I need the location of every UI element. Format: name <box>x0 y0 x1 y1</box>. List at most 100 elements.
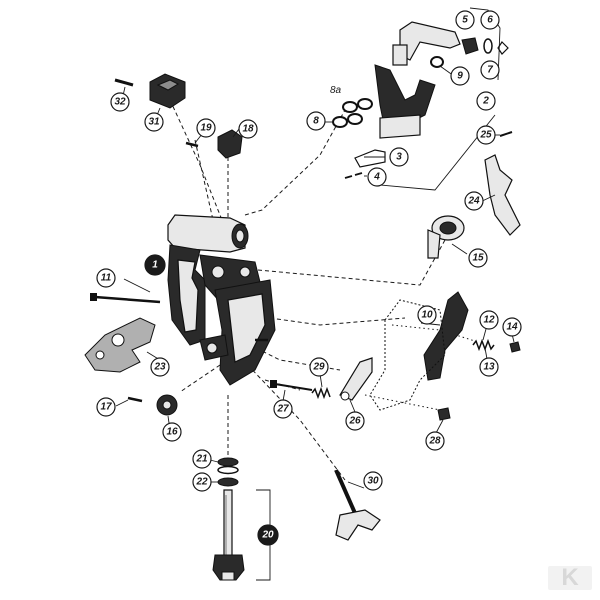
svg-text:10: 10 <box>421 310 433 321</box>
callout-6: 6 <box>480 10 500 30</box>
ring-8a-1 <box>342 101 358 113</box>
svg-text:7: 7 <box>487 65 493 76</box>
callout-23: 23 <box>150 357 170 377</box>
callout-26: 26 <box>345 411 365 431</box>
bolt-27 <box>270 380 313 391</box>
callout-7: 7 <box>480 60 500 80</box>
svg-text:31: 31 <box>148 117 160 128</box>
callout-9: 9 <box>450 66 470 86</box>
svg-text:15: 15 <box>472 253 484 264</box>
screw-25 <box>499 131 513 137</box>
svg-text:28: 28 <box>428 436 441 447</box>
callout-8: 8 <box>306 111 326 131</box>
part-18 <box>217 129 243 159</box>
callout-20: 20 <box>257 524 279 546</box>
svg-text:21: 21 <box>195 454 208 465</box>
callout-8a-label: 8a <box>330 85 342 96</box>
svg-text:26: 26 <box>348 416 361 427</box>
svg-text:5: 5 <box>462 15 468 26</box>
svg-text:30: 30 <box>367 476 379 487</box>
callout-3: 3 <box>389 147 409 167</box>
pin-17 <box>127 396 143 403</box>
svg-text:3: 3 <box>396 152 402 163</box>
callout-17: 17 <box>96 397 116 417</box>
washer-6 <box>483 38 493 54</box>
washer-21 <box>217 457 239 467</box>
spring-12 <box>472 338 495 352</box>
callout-25: 25 <box>476 125 496 145</box>
part-31-block <box>149 73 186 109</box>
shaft-20 <box>212 489 245 581</box>
callout-29: 29 <box>309 357 329 377</box>
svg-text:17: 17 <box>100 402 112 413</box>
svg-text:2: 2 <box>482 96 489 107</box>
svg-text:27: 27 <box>276 404 289 415</box>
svg-text:32: 32 <box>114 97 126 108</box>
pin-19 <box>185 141 199 148</box>
part-7 <box>497 41 509 55</box>
svg-text:11: 11 <box>101 273 112 284</box>
parts <box>84 21 521 581</box>
ring-8a-2 <box>357 98 373 110</box>
svg-text:6: 6 <box>487 15 493 26</box>
svg-text:29: 29 <box>312 362 325 373</box>
link-26 <box>339 357 373 401</box>
callout-5: 5 <box>455 10 475 30</box>
pin-32 <box>114 78 134 87</box>
callout-12: 12 <box>479 310 499 330</box>
callout-32: 32 <box>110 92 130 112</box>
svg-text:8: 8 <box>313 116 319 127</box>
bolt-11 <box>90 293 161 304</box>
callout-21: 21 <box>192 449 212 469</box>
svg-text:24: 24 <box>467 196 480 207</box>
callout-13: 13 <box>479 357 499 377</box>
callout-24: 24 <box>464 191 484 211</box>
washer-9 <box>430 56 444 68</box>
callout-10: 10 <box>417 305 437 325</box>
callout-19: 19 <box>196 118 216 138</box>
svg-text:16: 16 <box>166 427 178 438</box>
svg-text:1: 1 <box>152 260 158 271</box>
callout-15: 15 <box>468 248 488 268</box>
washer-22 <box>217 477 239 487</box>
svg-text:14: 14 <box>506 322 518 333</box>
svg-text:13: 13 <box>483 362 495 373</box>
callout-30: 30 <box>363 471 383 491</box>
callout-18: 18 <box>238 119 258 139</box>
callout-1: 1 <box>144 254 166 276</box>
callout-11: 11 <box>96 268 116 288</box>
callout-4: 4 <box>367 167 387 187</box>
callout-28: 28 <box>425 431 445 451</box>
lever-10 <box>423 291 469 381</box>
svg-text:22: 22 <box>195 477 208 488</box>
svg-text:19: 19 <box>200 123 212 134</box>
callout-27: 27 <box>273 399 293 419</box>
plate-3 <box>354 149 386 168</box>
brand-logo-watermark: K <box>548 564 592 591</box>
nut-14 <box>509 341 521 353</box>
callout-16: 16 <box>162 422 182 442</box>
svg-text:20: 20 <box>261 530 274 541</box>
watermark-letter: K <box>561 564 579 591</box>
shaft-15 <box>427 215 465 259</box>
lever-2 <box>374 21 461 139</box>
svg-text:12: 12 <box>483 315 495 326</box>
callout-14: 14 <box>502 317 522 337</box>
ring-8-2 <box>347 113 363 125</box>
fork-30 <box>334 469 381 541</box>
svg-text:23: 23 <box>153 362 166 373</box>
nut-28 <box>437 407 451 421</box>
lever-24 <box>484 154 521 236</box>
main-housing <box>167 214 276 386</box>
svg-text:9: 9 <box>457 71 463 82</box>
screws-4 <box>344 172 363 179</box>
spring-29 <box>311 386 331 400</box>
callouts: 1 2 3 4 5 6 7 8 9 10 11 12 13 14 15 16 1… <box>96 10 522 546</box>
svg-text:25: 25 <box>479 130 492 141</box>
bracket-outline <box>369 299 446 411</box>
svg-text:18: 18 <box>242 124 254 135</box>
gear-16 <box>156 394 178 416</box>
svg-text:4: 4 <box>373 172 380 183</box>
callout-31: 31 <box>144 112 164 132</box>
